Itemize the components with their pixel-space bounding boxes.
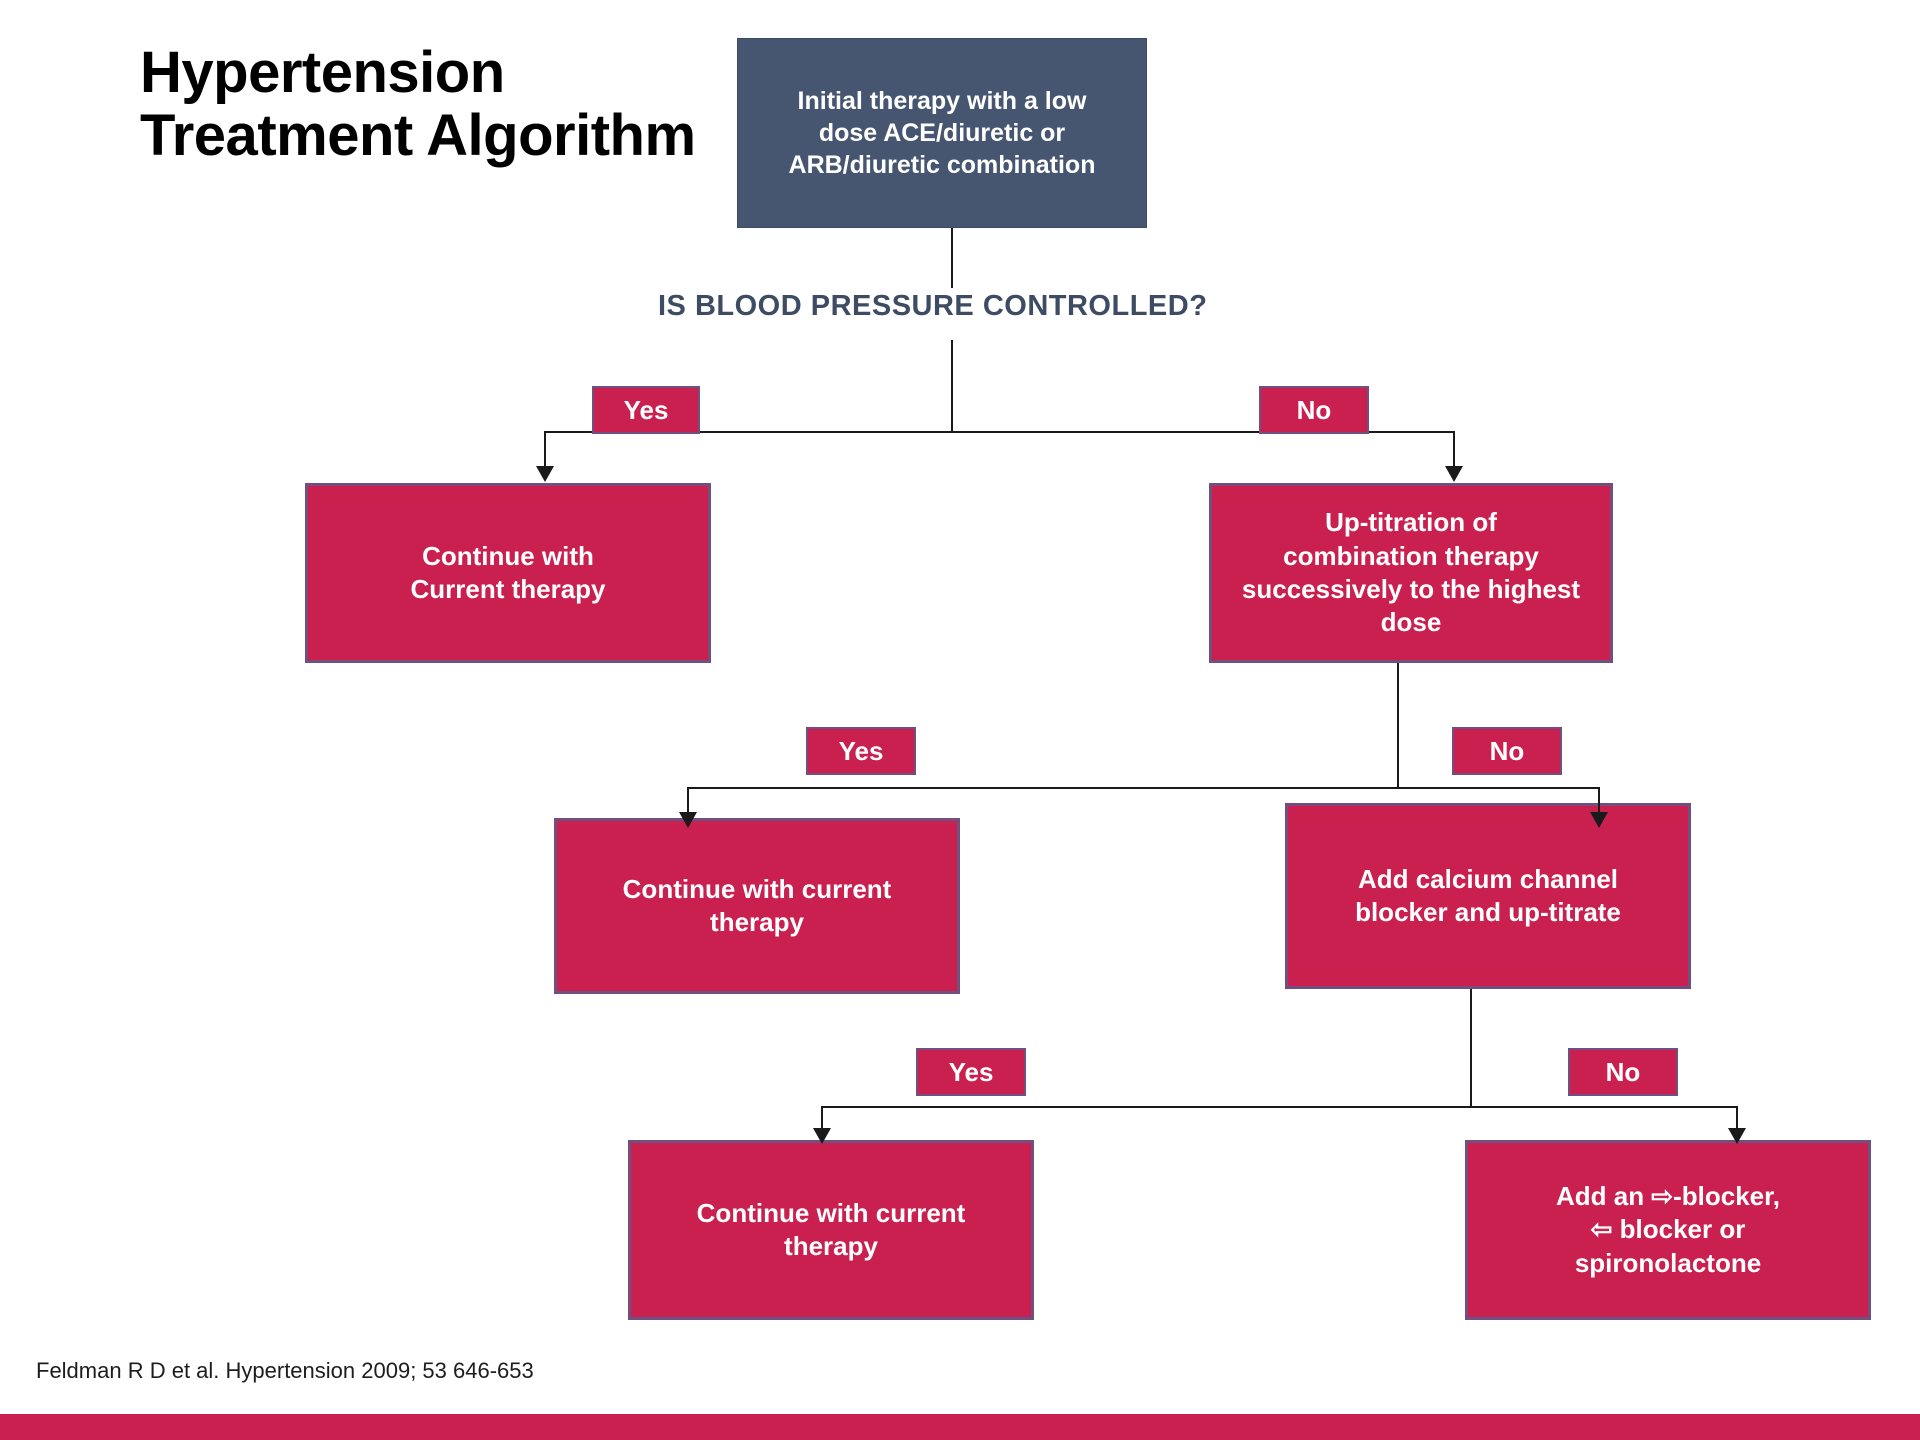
label-yes-3-text: Yes	[948, 1056, 994, 1087]
connector-drop-no-1	[1453, 431, 1455, 473]
arrowhead-yes-1	[536, 466, 554, 482]
arrowhead-yes-3	[813, 1128, 831, 1144]
label-yes-1-text: Yes	[623, 394, 669, 425]
label-no-3[interactable]: No	[1568, 1048, 1678, 1096]
connector-drop-no-3	[1736, 1106, 1738, 1136]
label-no-2[interactable]: No	[1452, 727, 1562, 775]
connector-question-to-split-1	[951, 340, 953, 432]
node-up-titration[interactable]: Up-titration of combination therapy succ…	[1209, 483, 1613, 663]
node-continue-current-1[interactable]: Continue with Current therapy	[305, 483, 711, 663]
citation-text: Feldman R D et al. Hypertension 2009; 53…	[36, 1358, 534, 1383]
label-no-1-text: No	[1296, 394, 1332, 425]
page-title-line-2: Treatment Algorithm	[140, 102, 696, 168]
connector-drop-yes-2	[687, 787, 689, 819]
connector-split-bar-2	[687, 787, 1599, 789]
label-yes-2[interactable]: Yes	[806, 727, 916, 775]
node-continue-current-3-label: Continue with current therapy	[696, 1197, 966, 1261]
question-bp-controlled: IS BLOOD PRESSURE CONTROLLED?	[658, 290, 1208, 322]
connector-split-bar-1	[544, 431, 1453, 433]
node-continue-current-2-label: Continue with current therapy	[622, 873, 892, 937]
node-add-ccb[interactable]: Add calcium channel blocker and up-titra…	[1285, 803, 1691, 989]
node-add-ccb-label: Add calcium channel blocker and up-titra…	[1355, 863, 1621, 927]
arrowhead-no-2	[1590, 812, 1608, 828]
connector-drop-no-2	[1598, 787, 1600, 819]
connector-initial-to-question	[951, 228, 953, 288]
arrowhead-no-1	[1445, 466, 1463, 482]
label-no-3-text: No	[1605, 1056, 1641, 1087]
bottom-accent-bar	[0, 1414, 1920, 1440]
connector-ccb-to-split-3	[1470, 989, 1472, 1107]
node-initial-therapy[interactable]: Initial therapy with a low dose ACE/diur…	[737, 38, 1147, 228]
node-continue-current-3[interactable]: Continue with current therapy	[628, 1140, 1034, 1320]
connector-split-bar-3	[821, 1106, 1737, 1108]
node-continue-current-2[interactable]: Continue with current therapy	[554, 818, 960, 994]
label-no-2-text: No	[1489, 735, 1525, 766]
node-add-blockers[interactable]: Add an ⇨-blocker, ⇦ blocker or spironola…	[1465, 1140, 1871, 1320]
arrowhead-yes-2	[679, 812, 697, 828]
connector-drop-yes-1	[544, 431, 546, 473]
node-add-blockers-label: Add an ⇨-blocker, ⇦ blocker or spironola…	[1555, 1181, 1781, 1278]
arrowhead-no-3	[1728, 1128, 1746, 1144]
label-yes-1[interactable]: Yes	[592, 386, 700, 434]
label-yes-2-text: Yes	[838, 735, 884, 766]
node-initial-therapy-label: Initial therapy with a low dose ACE/diur…	[788, 87, 1096, 179]
connector-uptitration-to-split-2	[1397, 663, 1399, 788]
page-title-line-1: Hypertension	[140, 40, 505, 105]
connector-drop-yes-3	[821, 1106, 823, 1136]
node-up-titration-label: Up-titration of combination therapy succ…	[1241, 507, 1581, 638]
label-yes-3[interactable]: Yes	[916, 1048, 1026, 1096]
label-no-1[interactable]: No	[1259, 386, 1369, 434]
page-title: Hypertension Treatment Algorithm	[140, 40, 760, 168]
node-continue-current-1-label: Continue with Current therapy	[410, 540, 606, 604]
